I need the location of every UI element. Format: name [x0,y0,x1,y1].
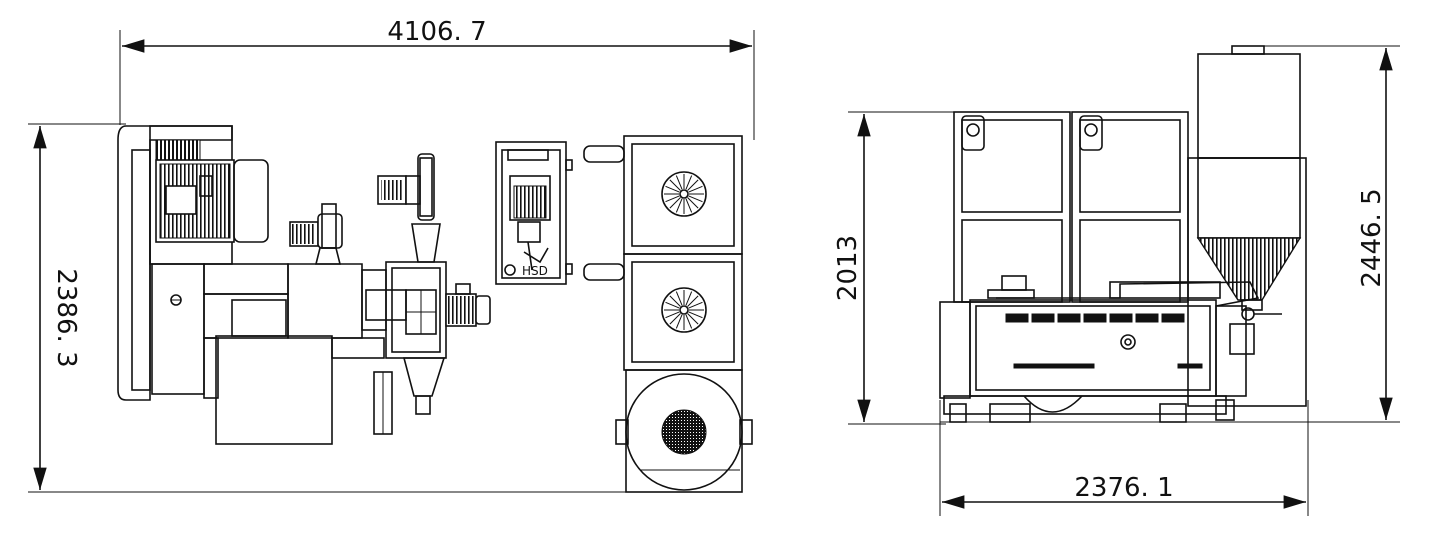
small-blower [289,203,343,265]
main-motor [155,159,269,243]
fan-spoke [685,314,693,329]
fan-spoke [687,197,699,209]
side-view: 2013 2446. 5 2376. 1 [833,45,1400,516]
length-dimension: 4106. 7 [119,17,755,140]
extruder-body [939,275,1282,399]
dryer-cabinet-frames [953,111,1189,303]
fan-spoke [685,198,693,213]
fan-spoke [688,195,703,203]
overall-length-label: 4106. 7 [387,17,486,47]
control-panel: HSD [495,141,573,285]
fan-spoke [669,313,681,325]
panel-label: HSD [522,264,548,278]
fan-spoke [669,197,681,209]
overall-height-dimension: 2446. 5 [1264,45,1400,423]
fan-spokes [664,290,704,330]
fan-icon [661,171,707,217]
fan-spoke [675,291,683,306]
width-dimension: 2386. 3 [28,123,630,493]
side-width-dimension: 2376. 1 [939,400,1309,516]
fan-spoke [688,311,703,319]
frame-height-dimension: 2013 [833,111,1070,425]
fan-spoke [688,301,703,309]
fan-spoke [687,313,699,325]
vent-slots [1005,313,1203,369]
fan-spoke [688,185,703,193]
fan-spoke [675,175,683,190]
fan-icon [661,287,707,333]
fan-spoke [665,311,680,319]
drum-unit [615,369,753,493]
fan-spoke [685,175,693,190]
fan-spoke [675,198,683,213]
extruder-base [151,263,387,445]
side-width-label: 2376. 1 [1074,473,1173,503]
cyclone-blower [377,153,441,263]
overall-width-label: 2386. 3 [51,268,81,367]
fan-spoke [669,295,681,307]
top-view: 4106. 7 2386. 3 [28,17,755,493]
fan-spoke [675,314,683,329]
frame-height-label: 2013 [833,235,863,301]
fan-spoke [685,291,693,306]
fan-spoke [669,179,681,191]
fan-spoke [665,301,680,309]
feeder-unit [365,261,447,435]
dryer-cabinets [583,135,743,371]
overall-height-label: 2446. 5 [1357,188,1387,287]
fan-spoke [665,185,680,193]
feeder-motor [445,283,491,327]
tall-hopper [1187,45,1307,407]
fan-spoke [687,295,699,307]
fan-spoke [665,195,680,203]
machine-base [940,395,1306,423]
fan-spoke [687,179,699,191]
fan-spokes [664,174,704,214]
